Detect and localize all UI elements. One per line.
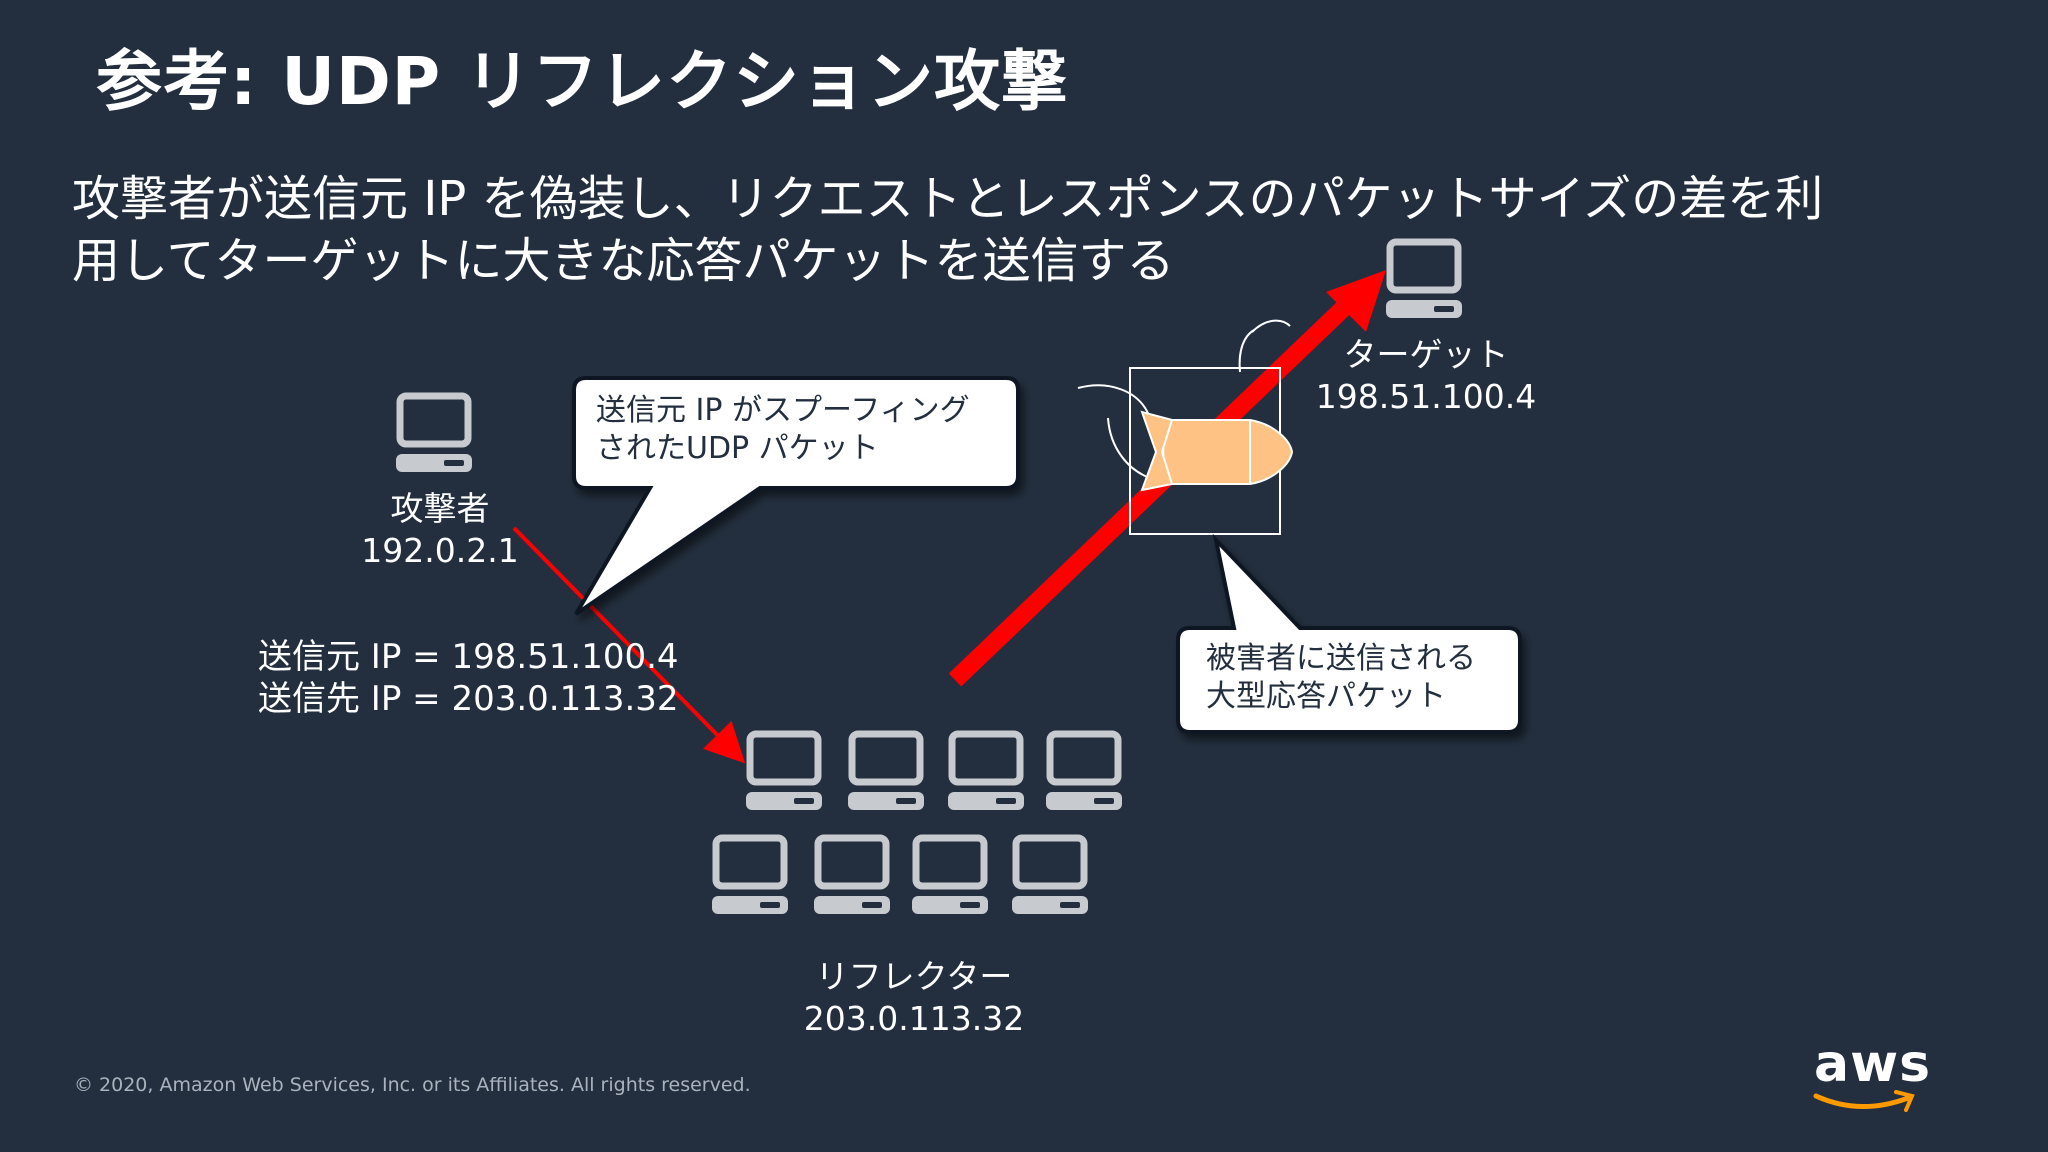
- reflector-computer-icon: [912, 838, 988, 914]
- bomb-icon: [1077, 319, 1294, 535]
- victim-callout-line-1: 被害者に送信される: [1206, 641, 1476, 676]
- reflector-computer-icon: [1046, 734, 1122, 810]
- copyright-text: © 2020, Amazon Web Services, Inc. or its…: [74, 1074, 751, 1096]
- spoof-callout-text: 送信元 IP がスプーフィング されたUDP パケット: [596, 392, 970, 468]
- spoof-callout-line-1: 送信元 IP がスプーフィング: [596, 393, 970, 428]
- reflector-computer-icon: [848, 734, 924, 810]
- reflector-ip: 203.0.113.32: [803, 999, 1025, 1038]
- reflector-role: リフレクター: [815, 957, 1013, 996]
- packet-src-line: 送信元 IP = 198.51.100.4: [258, 637, 679, 677]
- attacker-ip: 192.0.2.1: [361, 531, 519, 570]
- description-line-1: 攻撃者が送信元 IP を偽装し、リクエストとレスポンスのパケットサイズの差を利: [72, 171, 1824, 227]
- slide-description: 攻撃者が送信元 IP を偽装し、リクエストとレスポンスのパケットサイズの差を利 …: [72, 168, 1972, 292]
- victim-callout-text: 被害者に送信される 大型応答パケット: [1206, 640, 1476, 716]
- aws-logo-text: aws: [1814, 1034, 1932, 1094]
- attacker-computer-icon: [396, 396, 472, 472]
- aws-logo: aws: [1814, 1034, 1931, 1094]
- victim-callout-bubble: [1176, 533, 1522, 734]
- reflector-computer-icon: [814, 838, 890, 914]
- reflector-computer-icon: [746, 734, 822, 810]
- reflector-computer-icon: [712, 838, 788, 914]
- spoof-callout-bubble: [572, 376, 1020, 616]
- target-role: ターゲット: [1343, 335, 1509, 374]
- spoof-callout-line-2: されたUDP パケット: [596, 431, 879, 466]
- packet-header-text: 送信元 IP = 198.51.100.4 送信先 IP = 203.0.113…: [258, 636, 679, 720]
- slide-title: 参考: UDP リフレクション攻撃: [96, 43, 1069, 120]
- reflector-computer-icon: [948, 734, 1024, 810]
- amplified-response-arrow: [948, 270, 1386, 687]
- attacker-label: 攻撃者 192.0.2.1: [330, 488, 550, 572]
- target-label: ターゲット 198.51.100.4: [1296, 334, 1556, 418]
- description-line-2: 用してターゲットに大きな応答パケットを送信する: [72, 233, 1175, 289]
- attacker-role: 攻撃者: [390, 489, 490, 528]
- target-computer-icon: [1386, 242, 1462, 318]
- packet-dst-line: 送信先 IP = 203.0.113.32: [258, 679, 679, 719]
- victim-callout-line-2: 大型応答パケット: [1206, 679, 1446, 714]
- reflector-label: リフレクター 203.0.113.32: [774, 956, 1054, 1040]
- reflector-computer-icon: [1012, 838, 1088, 914]
- aws-arrow-tip-icon: [1894, 1090, 1915, 1112]
- spoofed-request-arrow: [512, 526, 746, 764]
- aws-smile-icon: [1813, 1093, 1911, 1109]
- target-ip: 198.51.100.4: [1315, 377, 1537, 416]
